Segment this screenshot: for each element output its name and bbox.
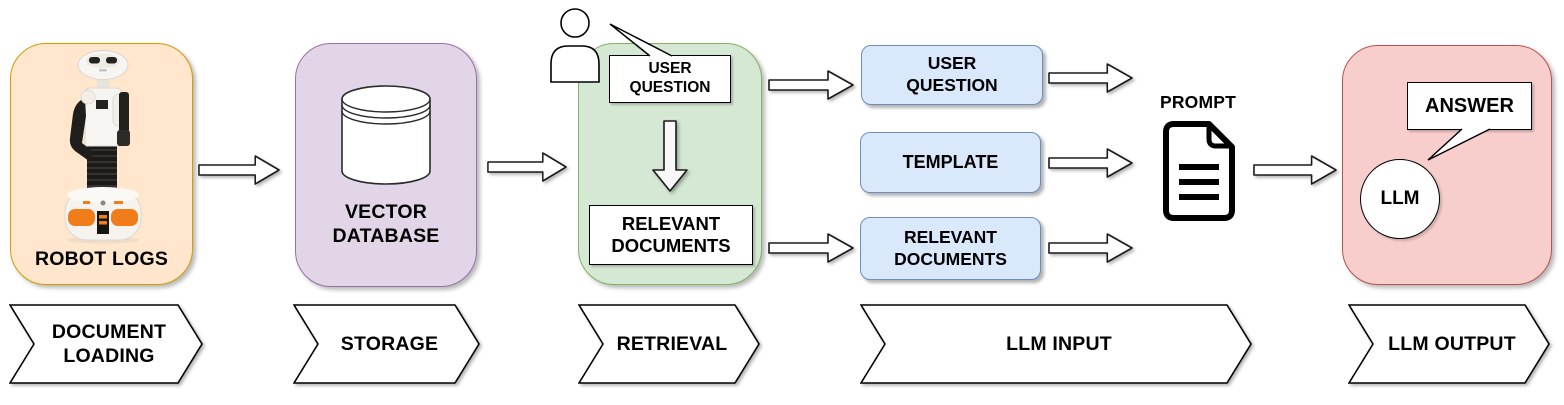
robot-logs-label: ROBOT LOGS: [34, 247, 169, 270]
llm-input-relevant-documents-box: RELEVANT DOCUMENTS: [860, 217, 1041, 280]
stage-chevron-icon: [293, 304, 480, 384]
stage-llm-output-label: LLM OUTPUT: [1388, 332, 1516, 355]
stage-chevron-icon: [1348, 304, 1550, 384]
tiago-robot-icon: [64, 50, 142, 244]
user-question-label: USER QUESTION: [629, 60, 711, 96]
vector-database-panel: VECTOR DATABASE: [295, 43, 477, 287]
answer-bubble: ANSWER: [1407, 82, 1532, 130]
arrow-down-icon: [652, 120, 688, 192]
stage-document-loading: DOCUMENT LOADING: [9, 304, 203, 384]
arrow-question-to-prompt-icon: [1048, 63, 1133, 93]
user-question-box: USER QUESTION: [609, 55, 731, 103]
stage-chevron-icon: [578, 304, 760, 384]
speech-tail-user-question-icon: [609, 23, 673, 57]
stage-llm-output: LLM OUTPUT: [1348, 304, 1550, 384]
user-person-icon: [550, 8, 600, 83]
stage-llm-input: LLM INPUT: [860, 304, 1252, 384]
llm-input-template-box: TEMPLATE: [860, 132, 1041, 193]
stage-retrieval-label: RETRIEVAL: [616, 332, 728, 355]
speech-tail-answer-icon: [1427, 128, 1491, 161]
prompt-document-icon: [1163, 121, 1235, 221]
prompt-label: PROMPT: [1159, 92, 1237, 113]
stage-chevron-icon: [9, 304, 203, 384]
arrow-question-to-input-icon: [768, 70, 854, 100]
database-cylinder-icon: [341, 85, 431, 185]
llm-output-panel: [1342, 45, 1552, 285]
answer-label: ANSWER: [1425, 95, 1514, 117]
llm-input-relevant-documents-label: RELEVANT DOCUMENTS: [894, 226, 1007, 269]
relevant-documents-label: RELEVANT DOCUMENTS: [611, 212, 731, 256]
arrow-prompt-to-llm-icon: [1253, 155, 1337, 185]
robot-logs-panel: ROBOT LOGS: [10, 43, 193, 285]
stage-retrieval: RETRIEVAL: [578, 304, 760, 384]
llm-input-user-question-label: USER QUESTION: [906, 53, 998, 95]
stage-llm-input-label: LLM INPUT: [1006, 332, 1112, 355]
vector-database-label: VECTOR DATABASE: [332, 200, 440, 247]
llm-label: LLM: [1380, 188, 1420, 209]
arrow-template-to-prompt-icon: [1048, 148, 1133, 178]
llm-input-user-question-box: USER QUESTION: [861, 45, 1043, 105]
arrow-vectordb-to-retrieval-icon: [487, 152, 567, 182]
llm-circle: LLM: [1360, 159, 1440, 239]
relevant-documents-box: RELEVANT DOCUMENTS: [589, 205, 753, 265]
stage-storage-label: STORAGE: [340, 332, 439, 355]
stage-document-loading-label: DOCUMENT LOADING: [51, 320, 167, 367]
arrow-documents-to-input-icon: [768, 233, 854, 263]
stage-storage: STORAGE: [293, 304, 480, 384]
llm-input-template-label: TEMPLATE: [902, 152, 999, 173]
arrow-documents-to-prompt-icon: [1048, 233, 1133, 263]
stage-chevron-icon: [860, 304, 1252, 384]
arrow-robot-to-vectordb-icon: [198, 155, 280, 185]
